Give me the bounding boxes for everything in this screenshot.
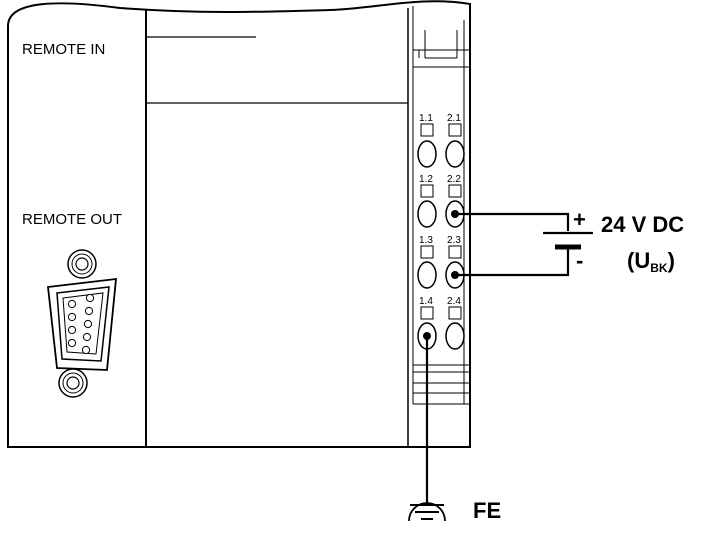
terminal-label: 1.2	[419, 174, 433, 185]
supply-voltage-label: 24 V DC	[601, 212, 684, 237]
terminal-port	[445, 322, 465, 350]
strip-ribs	[413, 364, 470, 405]
supply-minus-label: -	[576, 248, 583, 273]
screw-icon	[67, 249, 97, 279]
terminal-label: 1.4	[419, 296, 433, 307]
terminal-marker	[448, 123, 462, 137]
terminal-marker	[448, 306, 462, 320]
ground-label: FE	[473, 498, 501, 523]
terminal-marker	[420, 245, 434, 259]
terminal-marker	[420, 184, 434, 198]
supply-wires	[455, 212, 570, 277]
ground-icon	[408, 502, 446, 522]
terminal-port	[445, 140, 465, 168]
terminal-port	[417, 200, 437, 228]
latch	[413, 30, 470, 68]
supply-plus-label: +	[573, 207, 586, 232]
d-sub-connector-icon	[47, 277, 118, 371]
supply-symbol-label: (UBK)	[627, 248, 675, 275]
remote-in-label: REMOTE IN	[22, 41, 105, 58]
remote-out-label: REMOTE OUT	[22, 211, 122, 228]
terminal-label: 2.3	[447, 235, 461, 246]
terminal-marker	[448, 184, 462, 198]
screw-icon	[58, 368, 88, 398]
terminal-label: 1.3	[419, 235, 433, 246]
terminal-label: 1.1	[419, 113, 433, 124]
terminal-label: 2.1	[447, 113, 461, 124]
battery-icon	[543, 231, 593, 250]
terminal-marker	[448, 245, 462, 259]
terminal-marker	[420, 306, 434, 320]
terminal-label: 2.4	[447, 296, 461, 307]
terminal-marker	[420, 123, 434, 137]
module-housing	[7, 0, 471, 448]
terminal-port	[417, 140, 437, 168]
terminal-port	[417, 261, 437, 289]
terminal-label: 2.2	[447, 174, 461, 185]
